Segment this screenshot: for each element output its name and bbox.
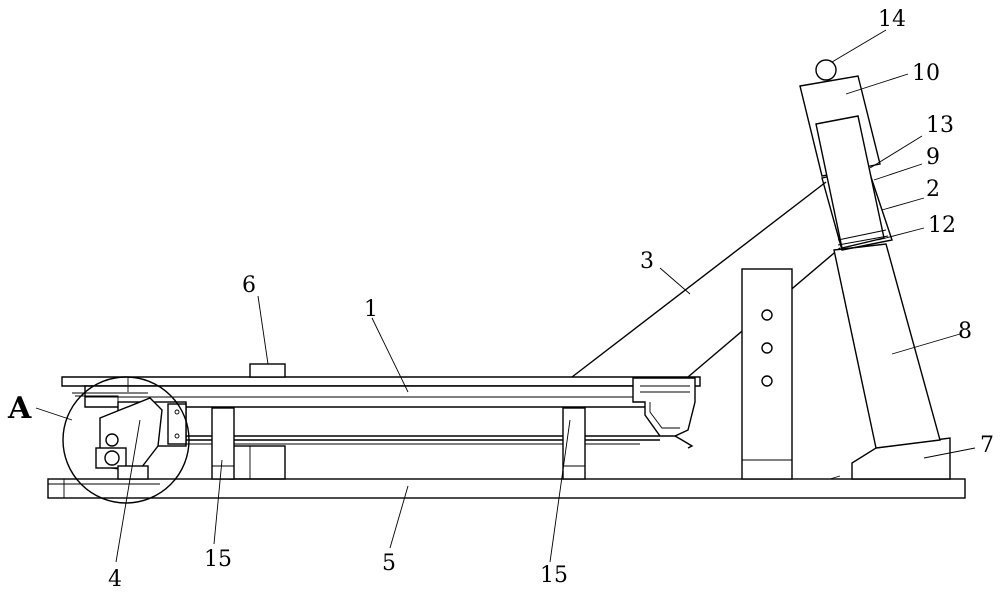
label-14: 14 <box>878 7 906 32</box>
support-post-right <box>562 407 586 480</box>
leader-lines <box>35 29 976 563</box>
label-7: 7 <box>980 433 994 458</box>
label-detail-a: A <box>7 391 32 426</box>
label-13: 13 <box>926 113 954 138</box>
label-15-right: 15 <box>540 563 568 588</box>
label-12: 12 <box>928 213 956 238</box>
hinge-mechanism <box>72 378 187 480</box>
label-2: 2 <box>926 177 940 202</box>
knob <box>249 363 286 378</box>
main-beam <box>61 376 701 408</box>
label-10: 10 <box>912 61 940 86</box>
vertical-plate <box>741 268 793 480</box>
label-15-left: 15 <box>204 547 232 572</box>
label-1: 1 <box>364 297 378 322</box>
inner-rod <box>815 115 889 249</box>
label-5: 5 <box>382 551 396 576</box>
lower-frame <box>180 435 660 480</box>
label-6: 6 <box>242 273 256 298</box>
label-9: 9 <box>926 145 940 170</box>
label-3: 3 <box>640 249 654 274</box>
head-block <box>799 75 881 177</box>
label-4: 4 <box>108 567 122 592</box>
beam-end-bracket <box>632 377 696 449</box>
label-8: 8 <box>958 319 972 344</box>
diagonal-brace <box>571 181 841 378</box>
base-plate <box>47 475 966 499</box>
support-post-left <box>211 407 235 480</box>
column <box>833 243 941 449</box>
ball <box>815 59 837 81</box>
